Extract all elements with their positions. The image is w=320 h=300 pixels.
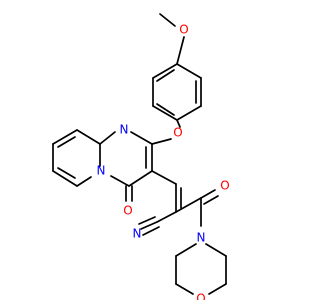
atom-label-ring-n2: N [97, 164, 106, 178]
atom-label-morpholine-n: N [197, 231, 206, 245]
bond [110, 175, 130, 187]
bond [52, 170, 78, 187]
atom-labels: O N O N O O N N O [97, 23, 230, 300]
bond [175, 197, 202, 213]
bond [130, 131, 153, 145]
bond [76, 176, 92, 187]
bond [152, 63, 178, 79]
bond [99, 131, 116, 145]
bond [151, 170, 177, 185]
bonds [52, 13, 227, 295]
molecule-structure: O N O N O O N N O [52, 13, 230, 300]
bond [175, 283, 194, 295]
atom-label-amide-o: O [220, 179, 229, 193]
bond [176, 36, 185, 65]
bond [57, 136, 76, 148]
bond [176, 119, 181, 128]
atom-label-ring-carbonyl-o: O [123, 204, 132, 218]
bond [203, 195, 219, 205]
bond [52, 129, 78, 145]
bond [208, 283, 227, 295]
bond [142, 226, 160, 236]
atom-label-nitrile-n: N [133, 227, 142, 241]
bond [200, 189, 216, 199]
bond [151, 138, 172, 145]
bond [140, 221, 158, 230]
bond [156, 211, 177, 223]
atom-label-ether-o: O [173, 126, 182, 140]
bond [205, 243, 227, 257]
bond [176, 105, 202, 121]
bond [128, 170, 153, 187]
atom-label-ring-n1: N [120, 123, 129, 137]
bond [175, 243, 197, 257]
bond [138, 216, 156, 225]
atom-label-methoxy-o: O [179, 23, 188, 37]
bond [57, 167, 76, 179]
bond [156, 103, 175, 116]
bond [176, 63, 202, 79]
bond [152, 105, 178, 121]
bond [159, 13, 176, 27]
atom-label-morpholine-o: O [196, 292, 205, 300]
bond [156, 69, 175, 82]
bond [76, 129, 101, 145]
